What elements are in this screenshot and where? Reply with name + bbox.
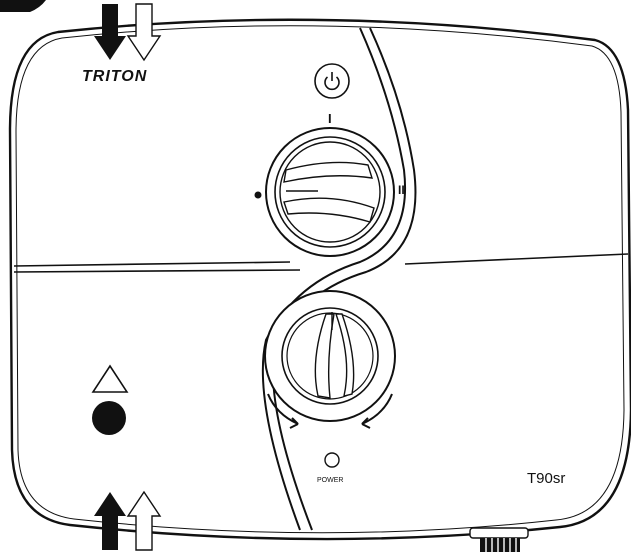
down-arrow-filled-icon: [94, 4, 126, 60]
rotate-right-arrow-icon: [361, 393, 393, 429]
casing-inner-outline: [15, 25, 625, 534]
power-label: POWER: [317, 477, 344, 484]
power-icon: [324, 72, 340, 91]
water-inlet-fitting: [469, 527, 529, 552]
s-curve-band-inner: [271, 27, 417, 531]
filled-circle-icon: [92, 401, 126, 435]
panel-divider-lower: [13, 269, 301, 273]
power-indicator-light: [324, 452, 340, 468]
s-curve-band-outer: [261, 27, 406, 531]
up-arrow-outline-icon: [126, 490, 162, 551]
brand-logo: TRITON: [82, 68, 148, 85]
power-level-high-mark: I: [328, 111, 332, 126]
model-label: T90sr: [527, 470, 566, 487]
up-arrow-filled-icon: [94, 492, 126, 550]
rotate-left-arrow-icon: [267, 393, 299, 429]
casing-outline: [8, 18, 631, 541]
corner-tab: [0, 0, 46, 12]
panel-divider-upper: [13, 261, 291, 267]
down-arrow-outline-icon: [126, 3, 162, 62]
temperature-dial[interactable]: [264, 290, 396, 422]
power-level-low-mark: II: [398, 183, 405, 197]
off-position-dot: [254, 191, 262, 199]
panel-divider-right: [404, 253, 629, 265]
warning-triangle-icon: [91, 364, 129, 393]
power-selector-dial[interactable]: [265, 127, 395, 257]
